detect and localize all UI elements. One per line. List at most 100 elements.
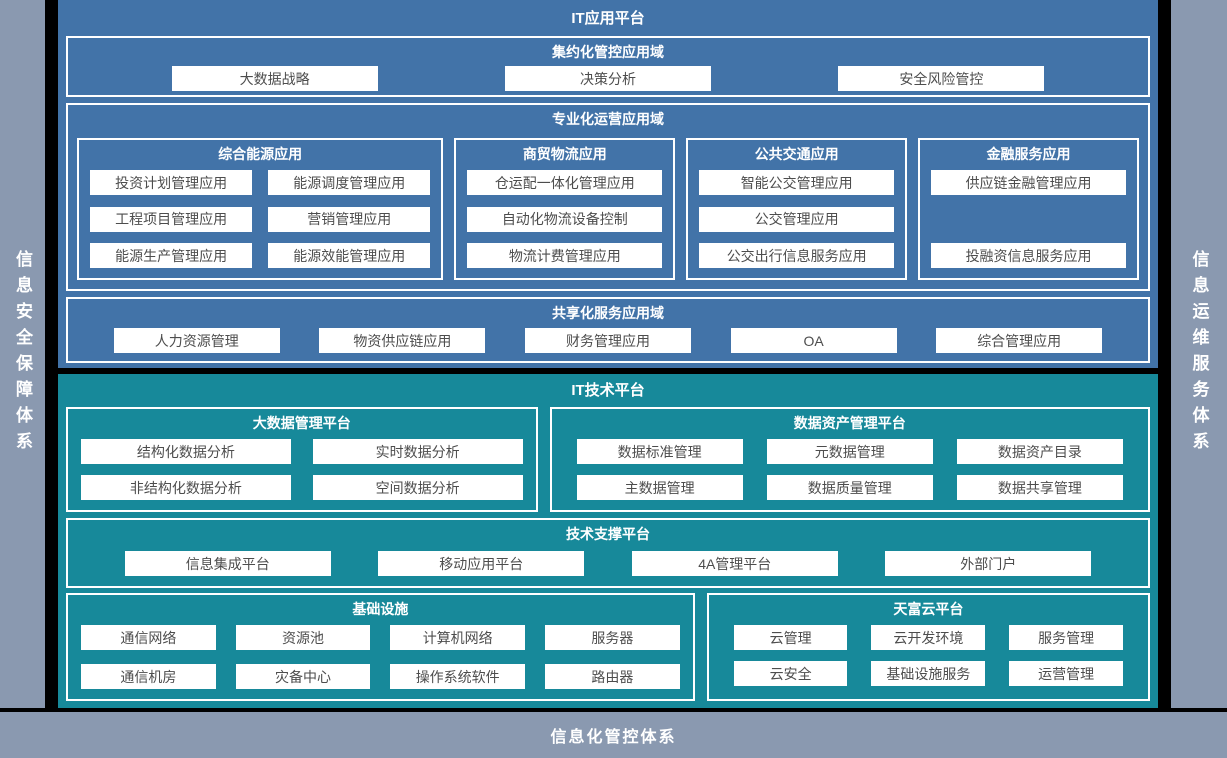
- sidebar-security-assurance: 信息安全保障体系: [0, 0, 45, 708]
- group-items: 仓运配一体化管理应用 自动化物流设备控制 物流计费管理应用: [467, 170, 663, 268]
- sidebar-ops-maintenance: 信息运维服务体系: [1171, 0, 1227, 708]
- group-title: 金融服务应用: [986, 146, 1071, 162]
- governance-label: 信息化管控体系: [550, 729, 677, 746]
- main-content: IT应用平台 集约化管控应用域 大数据战略 决策分析 安全风险管控 专业化运营应…: [58, 0, 1158, 708]
- domain-shared-services: 共享化服务应用域 人力资源管理 物资供应链应用 财务管理应用 OA 综合管理应用: [66, 297, 1150, 363]
- app-item-box: 决策分析: [504, 66, 711, 91]
- box-title: 天富云平台: [893, 601, 964, 617]
- group-public-transport: 公共交通应用 智能公交管理应用 公交管理应用 公交出行信息服务应用: [686, 138, 908, 280]
- tech-item-box: 数据标准管理: [576, 439, 743, 464]
- tech-row-infrastructure: 基础设施 通信网络 资源池 计算机网络 服务器 通信机房 灾备中心 操作系统软件…: [66, 593, 1150, 701]
- box-bigdata-management: 大数据管理平台 结构化数据分析 实时数据分析 非结构化数据分析 空间数据分析: [66, 407, 538, 512]
- tech-item-box: 数据共享管理: [956, 475, 1123, 500]
- group-trade-logistics: 商贸物流应用 仓运配一体化管理应用 自动化物流设备控制 物流计费管理应用: [454, 138, 676, 280]
- tech-item-box: 数据质量管理: [766, 475, 933, 500]
- tech-item-box: 实时数据分析: [312, 439, 523, 464]
- app-item-box: 营销管理应用: [268, 206, 431, 232]
- group-title: 公共交通应用: [754, 146, 839, 162]
- tech-item-box: 云安全: [733, 661, 848, 686]
- shared-items-row: 人力资源管理 物资供应链应用 财务管理应用 OA 综合管理应用: [68, 326, 1148, 362]
- app-item-box: 物资供应链应用: [319, 328, 486, 353]
- tech-item-box: 信息集成平台: [124, 551, 331, 576]
- app-item-box: 能源调度管理应用: [268, 170, 431, 195]
- app-item-box: 仓运配一体化管理应用: [467, 170, 663, 195]
- box-items: 数据标准管理 元数据管理 数据资产目录 主数据管理 数据质量管理 数据共享管理: [565, 439, 1135, 500]
- app-item-box: 综合管理应用: [936, 328, 1103, 353]
- left-black-divider: [45, 0, 58, 708]
- box-infrastructure: 基础设施 通信网络 资源池 计算机网络 服务器 通信机房 灾备中心 操作系统软件…: [66, 593, 695, 701]
- right-black-divider: [1158, 0, 1171, 708]
- box-title: 技术支撑平台: [566, 526, 650, 542]
- group-financial-services: 金融服务应用 供应链金融管理应用 投融资信息服务应用: [918, 138, 1139, 280]
- app-item-box: 能源生产管理应用: [90, 243, 253, 268]
- tech-item-box: 路由器: [545, 664, 680, 689]
- tech-item-box: 服务器: [545, 625, 680, 650]
- bottom-bar-governance: 信息化管控体系: [0, 712, 1227, 758]
- tech-item-box: 操作系统软件: [390, 664, 526, 689]
- app-item-box: 供应链金融管理应用: [931, 170, 1126, 195]
- tech-item-box: 非结构化数据分析: [81, 475, 291, 500]
- tech-item-box: 外部门户: [885, 551, 1092, 576]
- tech-item-box: 基础设施服务: [871, 661, 986, 686]
- group-items: 智能公交管理应用 公交管理应用 公交出行信息服务应用: [699, 170, 895, 268]
- specialized-domain-title: 专业化运营应用域: [552, 111, 664, 127]
- tech-item-box: 通信机房: [81, 664, 216, 689]
- domain-intensive-control: 集约化管控应用域 大数据战略 决策分析 安全风险管控: [66, 36, 1150, 97]
- app-item-box: 大数据战略: [171, 66, 378, 91]
- box-title: 数据资产管理平台: [793, 415, 906, 431]
- group-title: 商贸物流应用: [522, 146, 607, 162]
- app-item-box: 安全风险管控: [838, 66, 1045, 91]
- group-items: 投资计划管理应用 能源调度管理应用 工程项目管理应用 营销管理应用 能源生产管理…: [90, 170, 431, 268]
- domain-specialized-operation: 专业化运营应用域 综合能源应用 投资计划管理应用 能源调度管理应用 工程项目管理…: [66, 103, 1150, 291]
- tech-item-box: 数据资产目录: [956, 439, 1123, 464]
- tech-item-box: 资源池: [235, 625, 371, 650]
- app-item-box: 人力资源管理: [113, 328, 280, 353]
- app-item-box: 自动化物流设备控制: [467, 206, 663, 232]
- app-item-box: 公交出行信息服务应用: [699, 243, 895, 268]
- diagram-body: 信息安全保障体系 IT应用平台 集约化管控应用域 大数据战略 决策分析 安全风险…: [0, 0, 1227, 708]
- tech-item-box: 计算机网络: [390, 625, 526, 650]
- box-items: 通信网络 资源池 计算机网络 服务器 通信机房 灾备中心 操作系统软件 路由器: [81, 625, 680, 689]
- tech-item-box: 元数据管理: [766, 439, 933, 464]
- box-items: 结构化数据分析 实时数据分析 非结构化数据分析 空间数据分析: [81, 439, 523, 500]
- tech-item-box: 移动应用平台: [378, 551, 585, 576]
- app-item-box: 财务管理应用: [524, 328, 691, 353]
- box-tech-support-platform: 技术支撑平台 信息集成平台 移动应用平台 4A管理平台 外部门户: [66, 518, 1150, 588]
- tech-item-box: 通信网络: [81, 625, 216, 650]
- it-technology-platform: IT技术平台 大数据管理平台 结构化数据分析 实时数据分析 非结构化数据分析 空…: [58, 374, 1158, 708]
- app-item-box: 投融资信息服务应用: [931, 243, 1126, 268]
- app-item-box: 公交管理应用: [699, 206, 895, 232]
- tech-item-box: 主数据管理: [576, 475, 743, 500]
- bottom-black-divider: [0, 708, 1227, 712]
- box-title: 基础设施: [352, 601, 409, 617]
- group-title: 综合能源应用: [218, 146, 303, 162]
- security-assurance-label: 信息安全保障体系: [13, 250, 32, 458]
- box-items: 信息集成平台 移动应用平台 4A管理平台 外部门户: [81, 550, 1135, 576]
- app-item-box: 投资计划管理应用: [90, 170, 253, 195]
- tech-row-data: 大数据管理平台 结构化数据分析 实时数据分析 非结构化数据分析 空间数据分析 数…: [66, 407, 1150, 512]
- app-item-box: 智能公交管理应用: [699, 170, 895, 195]
- box-tianfu-cloud-platform: 天富云平台 云管理 云开发环境 服务管理 云安全 基础设施服务 运营管理: [706, 593, 1150, 701]
- group-items: 供应链金融管理应用 投融资信息服务应用: [931, 170, 1126, 268]
- tech-item-box: 结构化数据分析: [81, 439, 291, 464]
- app-platform-title: IT应用平台: [571, 10, 645, 27]
- tech-platform-title: IT技术平台: [571, 382, 645, 399]
- intensive-domain-title: 集约化管控应用域: [552, 44, 664, 60]
- app-item-box: 物流计费管理应用: [467, 243, 663, 268]
- box-data-asset-management: 数据资产管理平台 数据标准管理 元数据管理 数据资产目录 主数据管理 数据质量管…: [549, 407, 1150, 512]
- app-item-box: 工程项目管理应用: [90, 206, 253, 232]
- intensive-items-row: 大数据战略 决策分析 安全风险管控: [68, 65, 1148, 100]
- group-integrated-energy: 综合能源应用 投资计划管理应用 能源调度管理应用 工程项目管理应用 营销管理应用…: [77, 138, 444, 280]
- tech-item-box: 4A管理平台: [631, 551, 838, 576]
- ops-maintenance-label: 信息运维服务体系: [1189, 250, 1209, 458]
- it-application-platform: IT应用平台 集约化管控应用域 大数据战略 决策分析 安全风险管控 专业化运营应…: [58, 0, 1158, 368]
- box-title: 大数据管理平台: [252, 415, 351, 431]
- shared-domain-title: 共享化服务应用域: [552, 305, 664, 321]
- app-item-box: 能源效能管理应用: [268, 243, 431, 268]
- box-items: 云管理 云开发环境 服务管理 云安全 基础设施服务 运营管理: [722, 625, 1135, 686]
- specialized-groups: 综合能源应用 投资计划管理应用 能源调度管理应用 工程项目管理应用 营销管理应用…: [68, 132, 1148, 289]
- platform-black-divider: [58, 368, 1158, 374]
- tech-item-box: 云管理: [733, 625, 848, 650]
- tech-item-box: 服务管理: [1009, 625, 1123, 650]
